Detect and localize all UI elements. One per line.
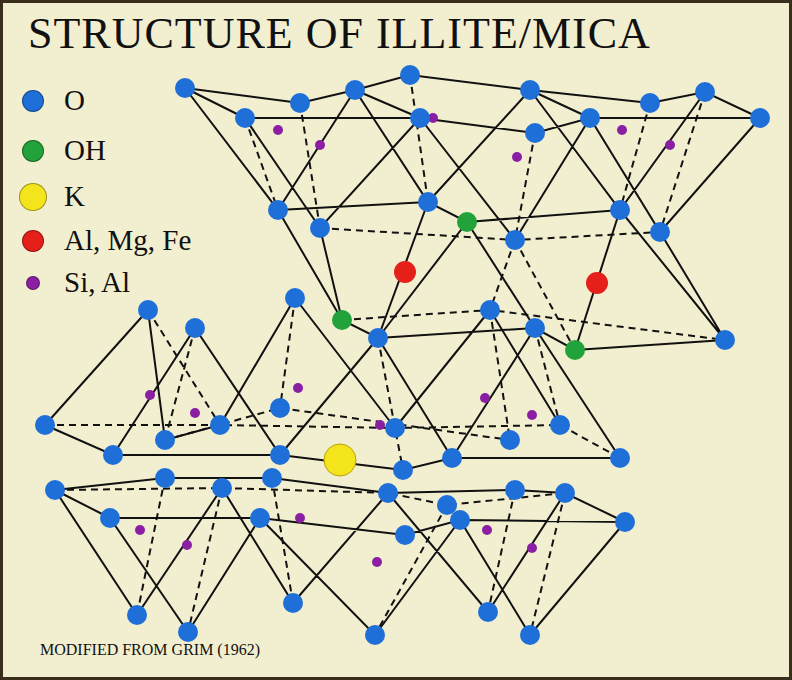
diagram-caption: MODIFIED FROM GRIM (1962) [40,640,260,660]
legend-swatch [26,276,40,290]
legend-text: O [64,82,85,118]
legend-text: OH [64,132,106,168]
legend-swatch [22,90,44,112]
legend-text: Al, Mg, Fe [64,222,191,258]
diagram-title: STRUCTURE OF ILLITE/MICA [28,8,651,60]
legend-swatch [22,230,44,252]
legend-text: Si, Al [64,264,130,300]
legend-swatch [22,140,44,162]
legend-text: K [64,178,85,214]
legend-swatch [19,183,47,211]
